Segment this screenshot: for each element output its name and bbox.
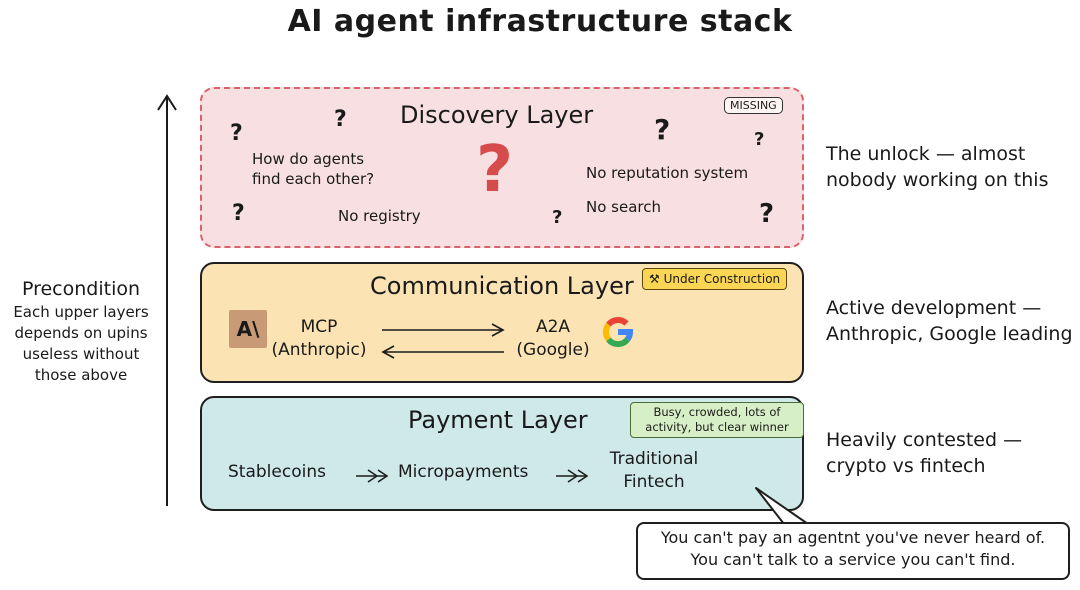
mcp-owner: (Anthropic) [271, 339, 367, 360]
callout-line: You can't pay an agentnt you've never he… [660, 528, 1046, 547]
flow-arrow-icon [556, 469, 589, 483]
busy-badge: Busy, crowded, lots of activity, but cle… [630, 402, 804, 438]
precondition-line: Each upper layers [13, 303, 149, 321]
missing-badge: MISSING [724, 97, 783, 114]
layer-title: Discovery Layer [400, 101, 594, 129]
precondition-note: Precondition Each upper layers depends o… [0, 278, 162, 386]
question-mark-icon: ? [654, 113, 671, 146]
side-note-line: nobody working on this [826, 168, 1049, 191]
payment-layer: Payment Layer Busy, crowded, lots of act… [200, 396, 804, 511]
mcp-label: MCP (Anthropic) [264, 316, 374, 362]
under-construction-badge: ⚒ Under Construction [642, 268, 788, 290]
under-construction-label: Under Construction [663, 272, 781, 286]
google-logo-icon [602, 316, 633, 348]
a2a-label: A2A (Google) [508, 316, 598, 362]
communication-side-note: Active development — Anthropic, Google l… [826, 296, 1073, 347]
anthropic-logo: A\ [229, 310, 267, 348]
a2a-name: A2A [535, 317, 571, 337]
precondition-heading: Precondition [21, 278, 141, 300]
a2a-owner: (Google) [516, 339, 590, 360]
flow-arrow-icon [356, 469, 389, 483]
discovery-question-line: How do agents [252, 150, 365, 168]
no-registry-text: No registry [338, 207, 421, 225]
diagram-title: AI agent infrastructure stack [287, 4, 793, 39]
traditional-line: Traditional [609, 449, 699, 469]
large-question-mark-icon: ? [476, 133, 514, 207]
traditional-fintech-text: Traditional Fintech [594, 448, 714, 494]
side-note-line: crypto vs fintech [826, 454, 986, 477]
side-note-line: Anthropic, Google leading [826, 322, 1073, 345]
no-search-text: No search [586, 198, 661, 216]
question-mark-icon: ? [759, 199, 775, 229]
precondition-line: useless without [22, 345, 140, 363]
side-note-line: The unlock — almost [826, 143, 1026, 165]
busy-badge-line: activity, but clear winner [645, 419, 789, 434]
layer-title: Payment Layer [408, 406, 588, 434]
side-note-line: Heavily contested — [826, 429, 1023, 451]
mcp-name: MCP [300, 317, 338, 337]
stablecoins-text: Stablecoins [228, 462, 326, 482]
discovery-question: How do agents find each other? [252, 149, 374, 190]
payment-side-note: Heavily contested — crypto vs fintech [826, 428, 1022, 479]
callout-box: You can't pay an agentnt you've never he… [636, 522, 1070, 580]
protocol-arrows [381, 323, 505, 359]
busy-badge-line: Busy, crowded, lots of [653, 405, 781, 419]
question-mark-icon: ? [334, 107, 347, 132]
question-mark-icon: ? [232, 201, 245, 226]
discovery-layer: Discovery Layer MISSING ? ? ? ? ? ? ? ? … [200, 87, 804, 248]
discovery-side-note: The unlock — almost nobody working on th… [826, 142, 1048, 193]
precondition-line: those above [34, 366, 128, 384]
side-note-line: Active development — [826, 297, 1042, 319]
discovery-question-line: find each other? [252, 170, 375, 189]
fintech-line: Fintech [623, 471, 685, 492]
micropayments-text: Micropayments [398, 462, 529, 482]
layer-title: Communication Layer [370, 272, 634, 300]
hammer-icon: ⚒ [649, 272, 660, 286]
question-mark-icon: ? [754, 129, 765, 150]
precondition-line: depends on upins [14, 324, 148, 342]
question-mark-icon: ? [230, 121, 243, 146]
communication-layer: Communication Layer ⚒ Under Construction… [200, 262, 804, 383]
callout-line: You can't talk to a service you can't fi… [690, 550, 1016, 570]
question-mark-icon: ? [552, 207, 563, 228]
upward-arrow [157, 94, 177, 506]
no-reputation-text: No reputation system [586, 164, 749, 182]
